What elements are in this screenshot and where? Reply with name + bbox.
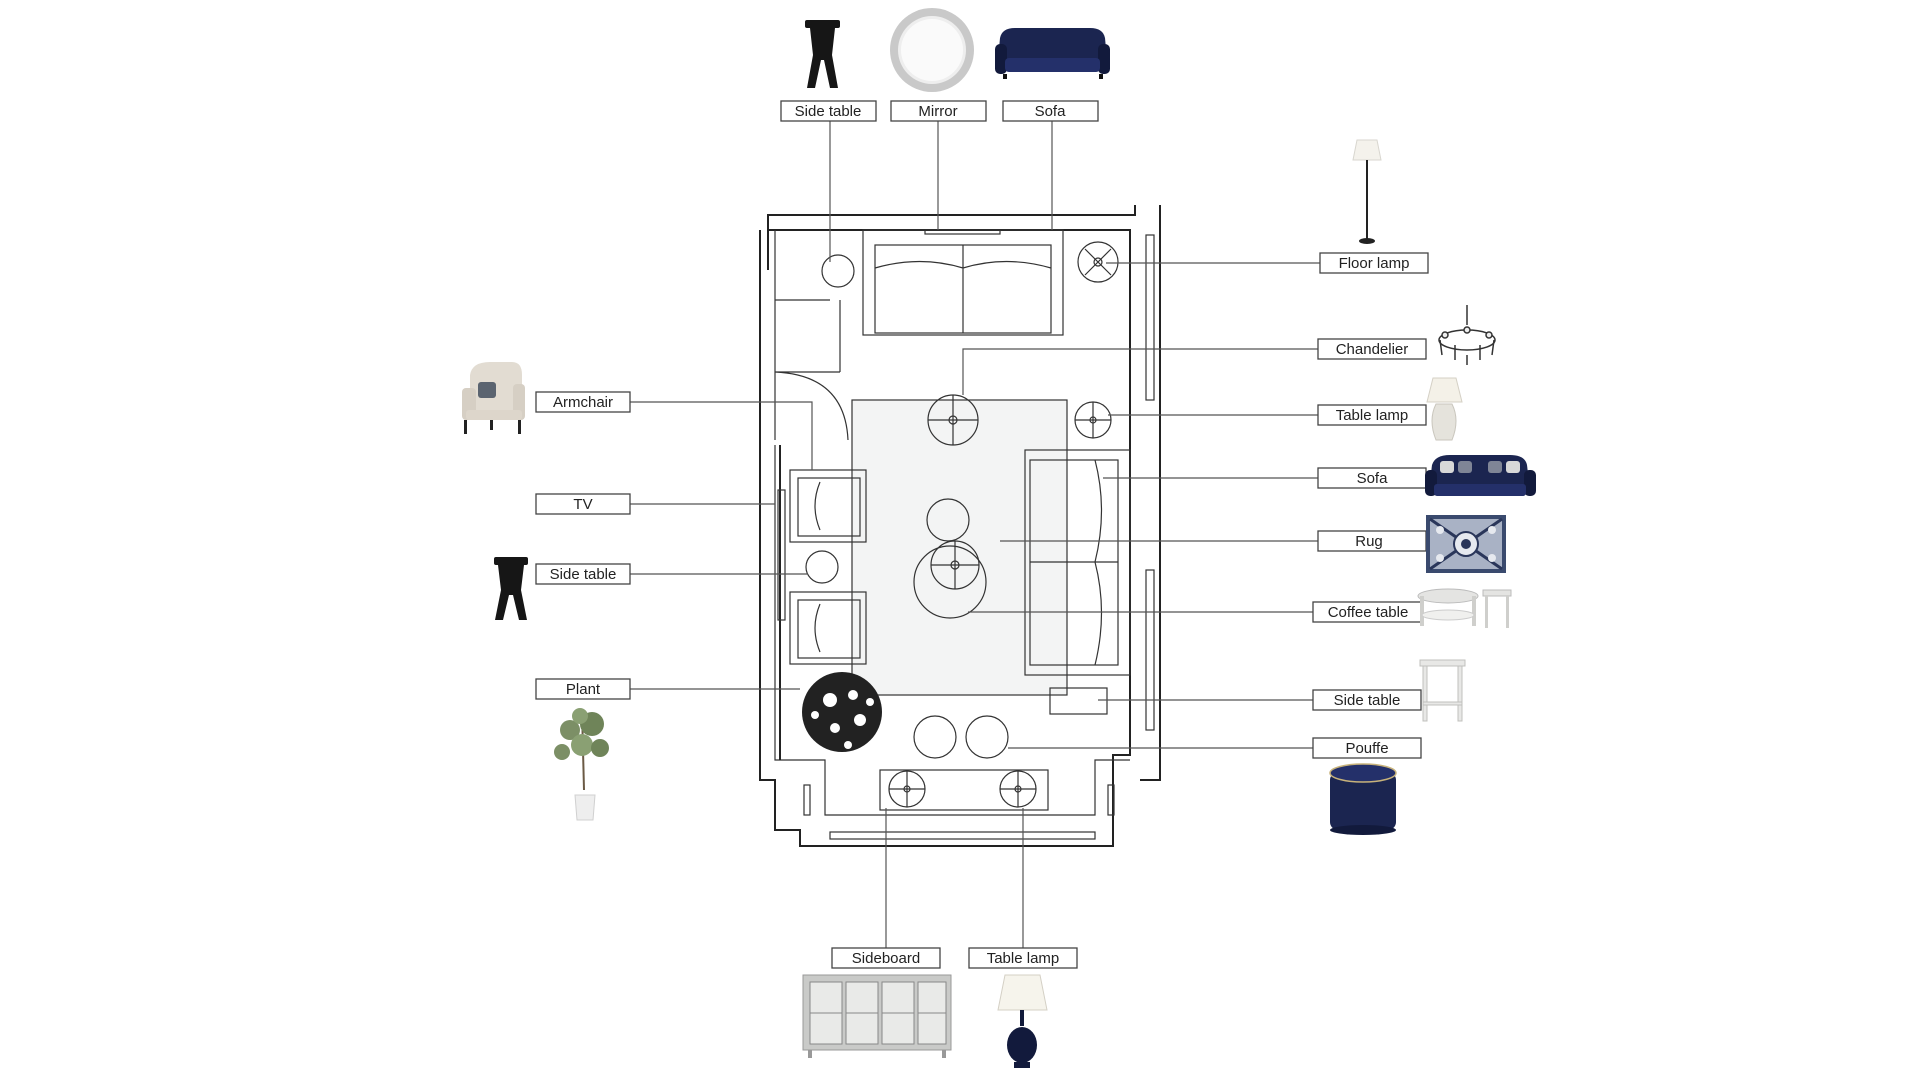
floor-lamp-plan	[1077, 241, 1119, 283]
label-sofa-top: Sofa	[1002, 100, 1099, 122]
label-text: Table lamp	[987, 950, 1060, 967]
sofa-top-image	[995, 28, 1110, 79]
plant-image	[554, 708, 609, 821]
armchair-bottom-plan	[789, 591, 867, 665]
label-sofa-right: Sofa	[1317, 467, 1427, 489]
window-right-top	[1145, 234, 1155, 401]
label-tv: TV	[535, 493, 631, 515]
pouffe-plan-1	[913, 715, 957, 759]
label-coffee-table: Coffee table	[1312, 601, 1424, 623]
label-text: Chandelier	[1336, 341, 1409, 358]
coffee-table-plan	[913, 545, 987, 619]
label-text: Rug	[1355, 533, 1383, 550]
inner-wall	[774, 230, 1130, 816]
armchair-top-plan	[789, 469, 867, 543]
label-side-table-left: Side table	[535, 563, 631, 585]
side-table-left-image	[494, 557, 528, 620]
label-armchair: Armchair	[535, 391, 631, 413]
window-right-bottom	[1145, 569, 1155, 731]
table-lamp-bottom-image	[997, 974, 1048, 1068]
mirror-image	[890, 8, 974, 92]
plant-plan	[802, 672, 882, 752]
label-text: Sofa	[1035, 103, 1067, 120]
coffee-table-image	[1417, 588, 1512, 628]
label-text: Armchair	[553, 394, 613, 411]
label-rug: Rug	[1317, 530, 1427, 552]
label-text: Floor lamp	[1339, 255, 1410, 272]
window-mark-left	[803, 784, 811, 816]
side-table-top-image	[805, 20, 840, 88]
side-table-right-plan	[1049, 687, 1108, 715]
label-text: Side table	[1334, 692, 1401, 709]
sofa-right-image	[1425, 455, 1536, 496]
coffee-table-small-plan	[926, 498, 970, 542]
label-text: Coffee table	[1328, 604, 1409, 621]
tv-unit	[777, 489, 786, 621]
label-text: Sideboard	[852, 950, 920, 967]
table-lamp-right-image	[1426, 377, 1463, 441]
label-sideboard: Sideboard	[831, 947, 941, 969]
side-table-right-image	[1419, 659, 1466, 722]
outer-wall-right	[1140, 205, 1161, 781]
label-table-lamp-right: Table lamp	[1317, 404, 1427, 426]
pouffe-image	[1329, 763, 1397, 835]
label-text: Side table	[795, 103, 862, 120]
label-chandelier: Chandelier	[1317, 338, 1427, 360]
label-text: Mirror	[918, 103, 957, 120]
floor-plan	[759, 205, 1161, 847]
side-table-left-plan	[805, 550, 839, 584]
table-lamp-bottom-right-plan	[999, 770, 1037, 808]
sofa-right-plan	[1024, 449, 1131, 676]
floor-lamp-image	[1352, 139, 1382, 244]
pouffe-plan-2	[965, 715, 1009, 759]
label-side-table-right: Side table	[1312, 689, 1422, 711]
label-pouffe: Pouffe	[1312, 737, 1422, 759]
label-text: Plant	[566, 681, 601, 698]
chandelier-plan	[927, 394, 979, 446]
sofa-top-plan	[862, 229, 1064, 336]
table-lamp-right-plan	[1074, 401, 1112, 439]
leader-lines	[630, 120, 1320, 948]
sideboard-plan	[879, 769, 1049, 811]
rug-image	[1426, 515, 1506, 573]
sideboard-image	[802, 974, 952, 1058]
chandelier-image	[1438, 305, 1496, 365]
label-plant: Plant	[535, 678, 631, 700]
door-swing	[774, 300, 849, 441]
label-text: Table lamp	[1336, 407, 1409, 424]
label-table-lamp-bottom: Table lamp	[968, 947, 1078, 969]
window-mark-right	[1107, 784, 1115, 816]
label-floor-lamp: Floor lamp	[1319, 252, 1429, 274]
label-text: TV	[573, 496, 592, 513]
label-text: Pouffe	[1345, 740, 1388, 757]
label-text: Side table	[550, 566, 617, 583]
window-bottom	[829, 831, 1096, 840]
table-lamp-bottom-left-plan	[888, 770, 926, 808]
label-mirror: Mirror	[890, 100, 987, 122]
coffee-table-lamp-plan	[930, 540, 980, 590]
label-text: Sofa	[1357, 470, 1389, 487]
side-table-top-plan	[821, 254, 855, 288]
label-side-table-top: Side table	[780, 100, 877, 122]
armchair-image	[462, 362, 525, 434]
